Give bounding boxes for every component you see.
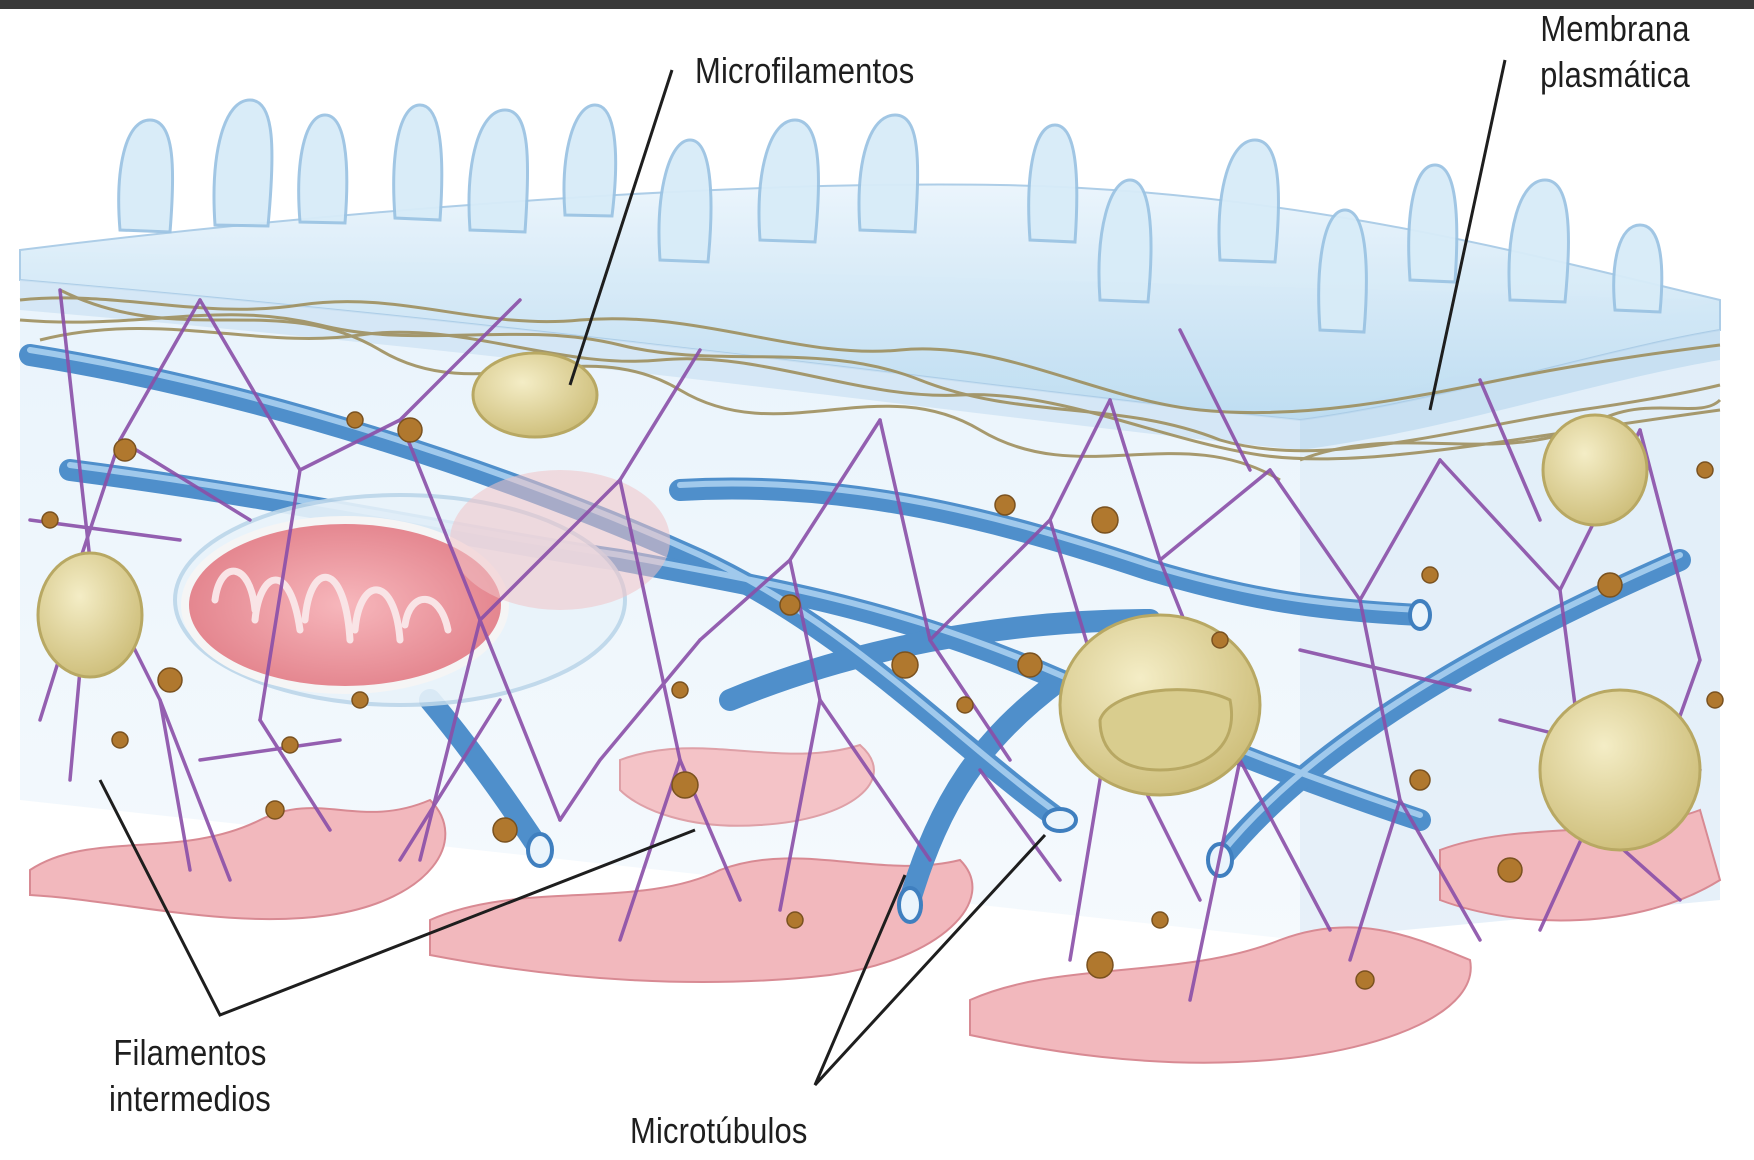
label-membrana-plasmatica: Membrana plasmática <box>1529 6 1701 98</box>
label-microfilamentos: Microfilamentos <box>695 48 914 94</box>
label-microtubulos: Microtúbulos <box>630 1108 808 1154</box>
label-filamentos-intermedios: Filamentos intermedios <box>104 1030 276 1122</box>
